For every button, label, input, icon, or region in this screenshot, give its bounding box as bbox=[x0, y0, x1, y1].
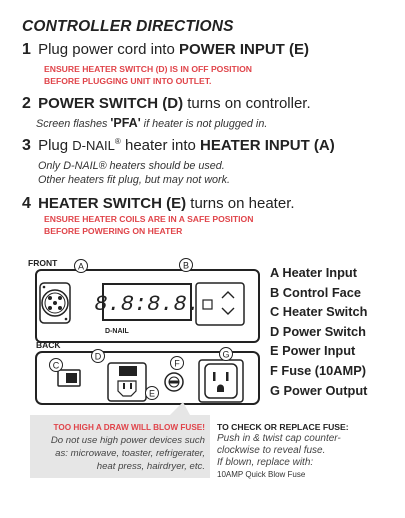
step-keyword: POWER SWITCH (D) bbox=[38, 95, 184, 112]
control-buttons bbox=[195, 282, 245, 326]
step-4-warning: ENSURE HEATER COILS ARE IN A SAFE POSITI… bbox=[44, 213, 253, 237]
callout-b: B bbox=[183, 261, 189, 271]
callout-g: G bbox=[222, 350, 229, 360]
legend-item: D Power Switch bbox=[270, 323, 366, 339]
step-keyword: HEATER INPUT (A) bbox=[200, 137, 335, 154]
step-number: 1 bbox=[22, 41, 31, 58]
fuse-line: clockwise to reveal fuse. bbox=[217, 445, 326, 457]
note-line: Other heaters fit plug, but may not work… bbox=[38, 174, 231, 186]
step-1-warning: ENSURE HEATER SWITCH (D) IS IN OFF POSIT… bbox=[44, 63, 252, 87]
step-number: 4 bbox=[22, 195, 31, 212]
warning-line: heat press, hairdryer, etc. bbox=[96, 461, 205, 472]
warning-line: ENSURE HEATER COILS ARE IN A SAFE POSITI… bbox=[44, 214, 254, 224]
warning-line: Do not use high power devices such bbox=[50, 435, 205, 446]
legend-item: B Control Face bbox=[270, 284, 362, 300]
step-2: 2 POWER SWITCH (D) turns on controller. bbox=[22, 95, 311, 113]
fuse-spec: 10AMP Quick Blow Fuse bbox=[217, 469, 306, 479]
step-text: Plug power cord into bbox=[38, 41, 179, 58]
warning-heading: TOO HIGH A DRAW WILL BLOW FUSE! bbox=[53, 423, 205, 432]
front-brand-label: D-NAIL bbox=[105, 328, 129, 335]
component-legend: A Heater Input B Control Face C Heater S… bbox=[270, 263, 367, 400]
callout-c: C bbox=[53, 361, 60, 371]
registered-mark: ® bbox=[114, 137, 121, 146]
step-3: 3 Plug D-NAIL® heater into HEATER INPUT … bbox=[22, 137, 335, 155]
back-label: BACK bbox=[36, 340, 61, 350]
legend-item: C Heater Switch bbox=[270, 304, 368, 320]
legend-item: G Power Output bbox=[270, 382, 368, 398]
warning-line: BEFORE PLUGGING UNIT INTO OUTLET. bbox=[44, 76, 212, 86]
legend-item: F Fuse (10AMP) bbox=[270, 362, 366, 378]
heater-switch bbox=[57, 369, 81, 387]
heater-input-connector bbox=[39, 282, 71, 324]
step-text: turns on controller. bbox=[183, 95, 311, 112]
note-keyword: 'PFA' bbox=[110, 116, 141, 130]
page-title: CONTROLLER DIRECTIONS bbox=[22, 18, 234, 35]
fuse-instructions: TO CHECK OR REPLACE FUSE: Push in & twis… bbox=[217, 421, 349, 480]
legend-item: E Power Input bbox=[270, 343, 356, 359]
callout-a: A bbox=[78, 262, 84, 272]
power-inlet-switch bbox=[107, 362, 147, 402]
warning-line: ENSURE HEATER SWITCH (D) IS IN OFF POSIT… bbox=[44, 64, 253, 74]
fuse-line: Push in & twist cap counter- bbox=[217, 433, 341, 444]
brand-name: D-NAIL bbox=[72, 138, 115, 153]
note-line: Only D-NAIL® heaters should be used. bbox=[38, 160, 225, 172]
callout-e: E bbox=[149, 389, 155, 399]
warning-line: BEFORE POWERING ON HEATER bbox=[44, 226, 183, 236]
warning-line: as: microwave, toaster, refrigerater, bbox=[55, 448, 205, 459]
step-keyword: HEATER SWITCH (E) bbox=[38, 195, 187, 212]
step-text: Plug bbox=[38, 137, 73, 154]
step-1: 1 Plug power cord into POWER INPUT (E) bbox=[22, 41, 309, 59]
display-window bbox=[102, 283, 192, 321]
callout-d: D bbox=[95, 352, 102, 362]
power-outlet bbox=[198, 359, 244, 403]
front-panel bbox=[35, 269, 260, 343]
step-number: 2 bbox=[22, 95, 31, 112]
fuse-holder bbox=[164, 372, 184, 392]
step-3-note: Only D-NAIL® heaters should be used. Oth… bbox=[38, 159, 230, 187]
step-2-note: Screen flashes 'PFA' if heater is not pl… bbox=[36, 116, 267, 131]
front-label: FRONT bbox=[28, 258, 58, 268]
note-text: if heater is not plugged in. bbox=[140, 118, 268, 130]
back-panel bbox=[35, 351, 260, 405]
step-text: turns on heater. bbox=[186, 195, 295, 212]
display-readout: 8.8:8.8. bbox=[94, 292, 200, 317]
fuse-heading: TO CHECK OR REPLACE FUSE: bbox=[217, 422, 349, 432]
step-keyword: POWER INPUT (E) bbox=[179, 41, 309, 58]
step-4: 4 HEATER SWITCH (E) turns on heater. bbox=[22, 195, 295, 213]
step-number: 3 bbox=[22, 137, 31, 154]
step-text: heater into bbox=[120, 137, 201, 154]
note-text: Screen flashes bbox=[36, 118, 111, 130]
fuse-line: If blown, replace with: bbox=[217, 457, 314, 469]
callout-f: F bbox=[174, 359, 180, 369]
legend-item: A Heater Input bbox=[270, 265, 357, 280]
